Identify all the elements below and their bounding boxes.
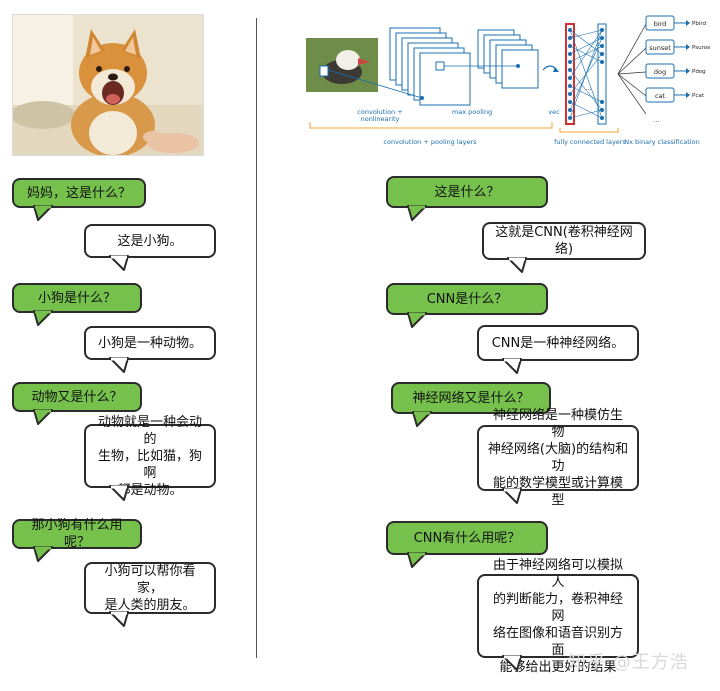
question-bubble-right-1: 这是什么？ bbox=[386, 176, 548, 208]
svg-text:convolution + pooling layers: convolution + pooling layers bbox=[383, 138, 477, 146]
bubble-tail bbox=[507, 257, 528, 274]
bubble-tail bbox=[109, 255, 130, 272]
prob-label-cat: Pcat bbox=[692, 93, 705, 99]
prob-label-dog: Pdog bbox=[692, 69, 706, 75]
svg-text:fully connected layers: fully connected layers bbox=[554, 138, 626, 146]
answer-bubble-left-4: 小狗是一种动物。 bbox=[84, 326, 216, 360]
svg-text:...: ... bbox=[653, 116, 660, 124]
input-bird-image bbox=[306, 38, 378, 92]
bubble-tail bbox=[502, 358, 523, 375]
answer-bubble-right-6: 神经网络是一种模仿生物 神经网络(大脑)的结构和功 能的数学模型或计算模型 bbox=[477, 408, 639, 508]
answer-bubble-right-2: 这就是CNN(卷积神经网络) bbox=[482, 222, 646, 260]
svg-text:nonlinearity: nonlinearity bbox=[361, 115, 400, 123]
svg-text:Nx binary classification: Nx binary classification bbox=[624, 138, 699, 146]
answer-bubble-right-4: CNN是一种神经网络。 bbox=[477, 325, 639, 361]
answer-bubble-left-8: 小狗可以帮你看家， 是人类的朋友。 bbox=[84, 562, 216, 614]
bubble-tail bbox=[502, 655, 523, 672]
svg-text:...: ... bbox=[585, 84, 592, 92]
svg-text:max pooling: max pooling bbox=[452, 108, 492, 116]
bubble-tail bbox=[33, 546, 54, 563]
question-bubble-left-1: 妈妈，这是什么？ bbox=[12, 178, 146, 208]
svg-text:convolution +: convolution + bbox=[357, 108, 402, 116]
answer-bubble-left-2: 这是小狗。 bbox=[84, 224, 216, 258]
bubble-tail bbox=[407, 552, 428, 569]
svg-text:vec: vec bbox=[548, 108, 560, 116]
bubble-tail bbox=[502, 488, 523, 505]
question-bubble-right-7: CNN有什么用呢？ bbox=[386, 521, 548, 555]
answer-bubble-right-8: 由于神经网络可以模拟人 的判断能力，卷积神经网 络在图像和语音识别方面 能够给出… bbox=[477, 558, 639, 675]
bubble-tail bbox=[109, 611, 130, 628]
cnn-diagram: ... bird Pbird sunset Psunset dog Pdog cat Pcat… bbox=[300, 10, 714, 160]
prob-label-sunset: Psunset bbox=[692, 45, 710, 51]
answer-bubble-left-6: 动物就是一种会动的 生物，比如猫，狗啊 都是动物。 bbox=[84, 415, 216, 498]
question-bubble-right-5: 神经网络又是什么？ bbox=[391, 382, 551, 414]
column-divider bbox=[256, 18, 257, 658]
class-label-bird: bird bbox=[654, 20, 667, 28]
bubble-tail bbox=[412, 411, 433, 428]
bubble-tail bbox=[109, 485, 130, 502]
question-bubble-left-3: 小狗是什么？ bbox=[12, 283, 142, 313]
class-label-cat: cat bbox=[655, 92, 666, 100]
bubble-tail bbox=[407, 205, 428, 222]
watermark: 知乎 @王方浩 bbox=[568, 652, 689, 673]
class-label-sunset: sunset bbox=[649, 44, 671, 52]
bubble-tail bbox=[407, 312, 428, 329]
class-label-dog: dog bbox=[654, 68, 666, 76]
dog-photo bbox=[12, 14, 204, 156]
bubble-tail bbox=[33, 310, 54, 327]
bubble-tail bbox=[33, 409, 54, 426]
question-bubble-left-7: 那小狗有什么用呢？ bbox=[12, 518, 142, 550]
prob-label-bird: Pbird bbox=[692, 21, 706, 27]
bubble-tail bbox=[109, 357, 130, 374]
question-bubble-left-5: 动物又是什么？ bbox=[12, 382, 142, 412]
question-bubble-right-3: CNN是什么？ bbox=[386, 283, 548, 315]
bubble-tail bbox=[33, 205, 54, 222]
